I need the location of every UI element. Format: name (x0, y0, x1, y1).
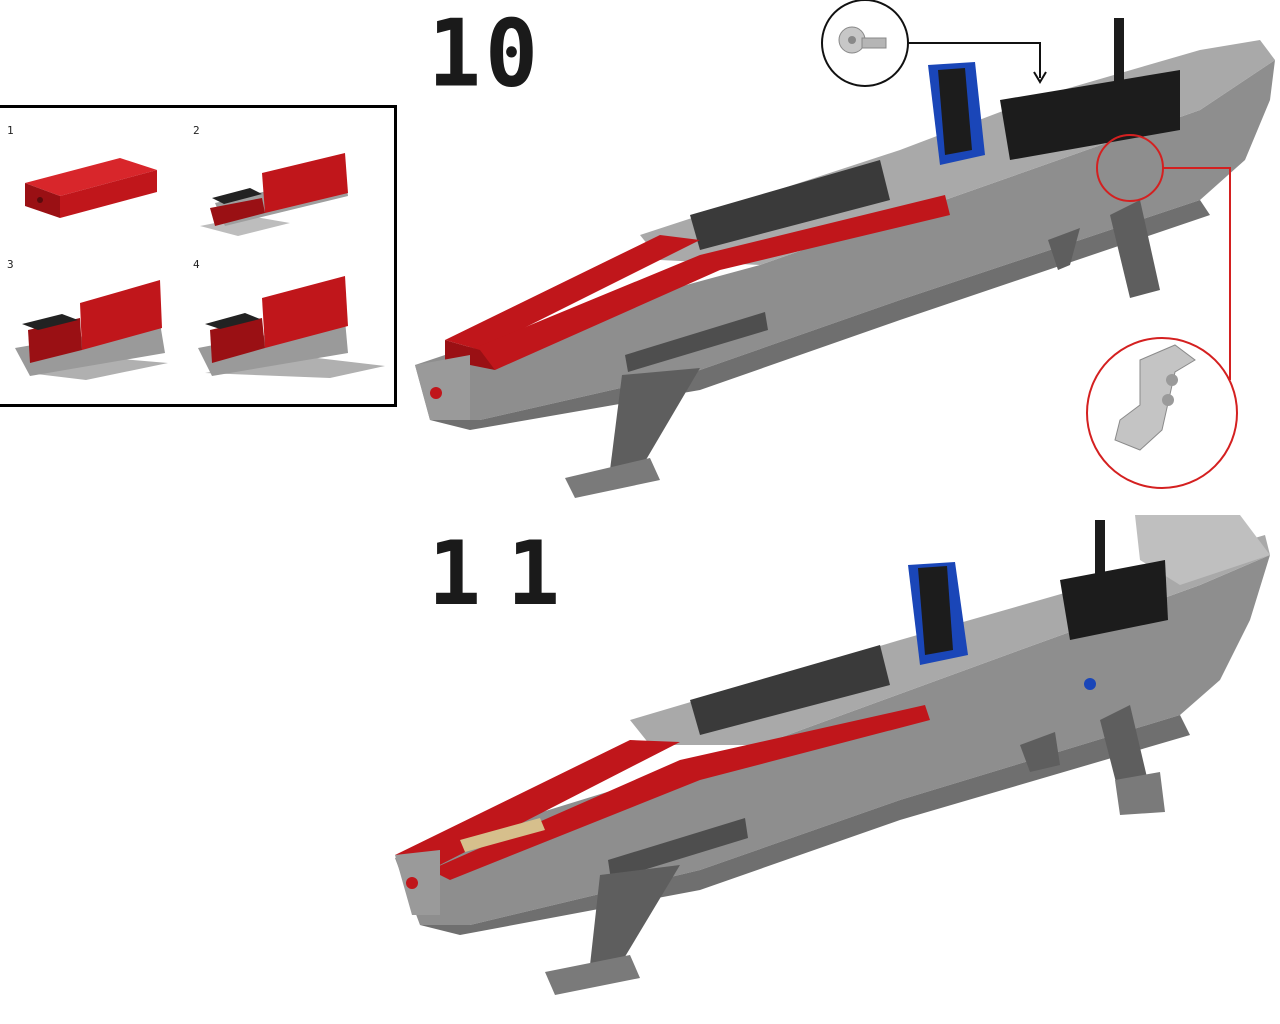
substep-1-illustration (25, 158, 157, 218)
step-number-10: 10 (428, 0, 542, 108)
substep-2-illustration (200, 153, 348, 236)
technic-liftarm-icon (1114, 344, 1196, 451)
liftarm-callout (1086, 134, 1238, 489)
substep-3-illustration (15, 280, 168, 380)
gear-part-callout (821, 0, 1047, 87)
substep-label-1: 1 (7, 124, 14, 137)
substep-label-4: 4 (193, 258, 200, 271)
subassembly-panel: 1 2 3 4 (0, 105, 397, 407)
step-number-11: 11 (428, 522, 586, 625)
substep-label-2: 2 (193, 124, 200, 137)
substep-label-3: 3 (7, 258, 14, 271)
gear-part-icon (838, 26, 887, 54)
substep-4-illustration (198, 276, 385, 378)
